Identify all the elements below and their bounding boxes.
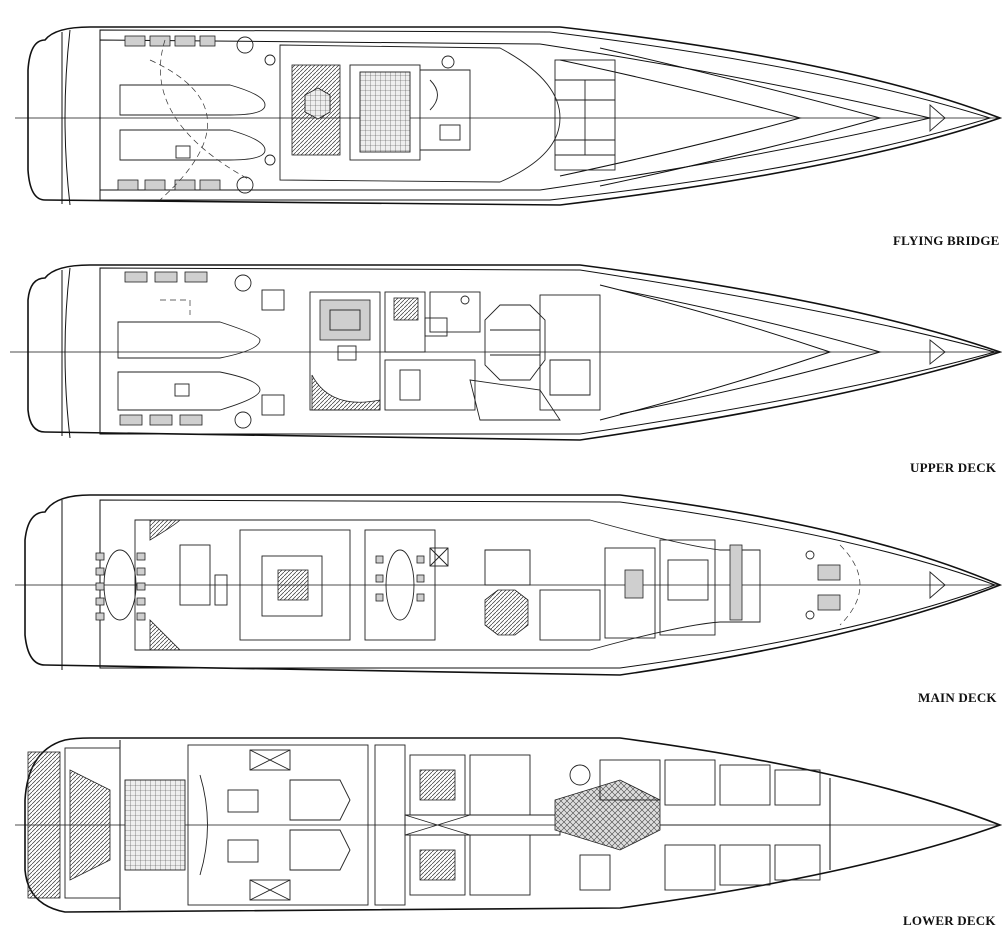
upper-deck-plan: [10, 264, 1002, 441]
flying-bridge-plan: [15, 26, 1002, 206]
tender-garage: [27, 751, 61, 899]
upper-deck-hull-outline: [27, 264, 1002, 441]
main-deck-hull-outline: [24, 494, 1002, 676]
lower-deck-label: LOWER DECK: [903, 913, 996, 928]
lower-lobby-floor: [554, 779, 661, 851]
flying-bridge-label: FLYING BRIDGE: [893, 233, 1000, 248]
main-deck-plan: [15, 494, 1002, 676]
flying-bridge-jetskis-top: [124, 35, 216, 47]
lower-deck-plan: [15, 737, 1002, 913]
flying-bridge-jetskis-bottom: [117, 179, 221, 191]
flying-bridge-hull-outline: [27, 26, 1002, 206]
upper-deck-jetskis: [119, 271, 208, 426]
aft-dining-chairs: [95, 552, 146, 621]
foredeck-fittings: [805, 544, 861, 626]
lower-deck-hull-outline: [24, 737, 1002, 913]
dining-room-chairs: [375, 555, 425, 602]
upper-deck-label: UPPER DECK: [910, 460, 997, 475]
engine-room-floor: [124, 779, 186, 871]
main-deck-label: MAIN DECK: [918, 690, 997, 705]
